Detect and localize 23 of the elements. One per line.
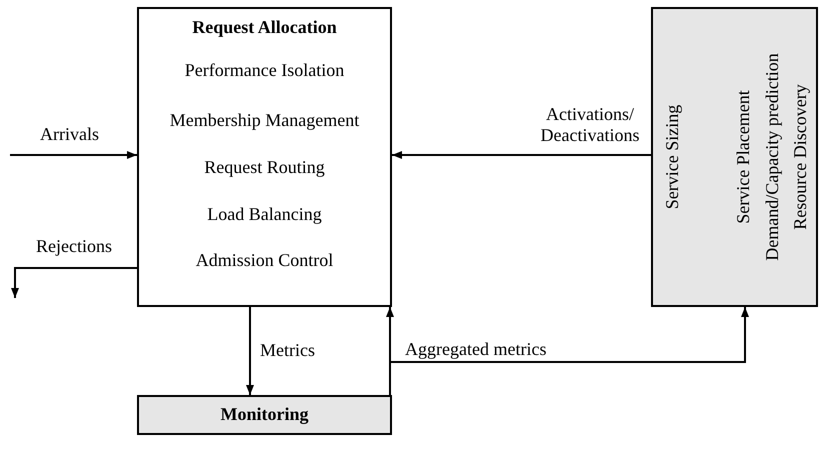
edge-label: Activations/ Deactivations: [540, 104, 640, 146]
function-label: Membership Management: [168, 110, 360, 131]
process-box: [137, 395, 392, 435]
edge-label: Rejections: [36, 236, 112, 257]
edge-label: Aggregated metrics: [405, 339, 546, 360]
function-label: Admission Control: [194, 250, 334, 271]
box-heading: Monitoring: [220, 404, 310, 425]
function-label: Demand/Capacity prediction: [761, 52, 783, 263]
function-label: Service Placement: [732, 89, 754, 226]
arrow: [392, 151, 651, 159]
function-label: Service Sizing: [661, 104, 683, 212]
edge-label: Metrics: [260, 340, 315, 361]
arrow: [11, 267, 137, 298]
process-box: [651, 7, 818, 307]
edge-label: Arrivals: [40, 124, 99, 145]
arrow: [246, 307, 254, 395]
function-label: Request Routing: [203, 157, 326, 178]
arrow: [10, 151, 137, 159]
function-label: Resource Discovery: [789, 83, 811, 232]
function-label: Load Balancing: [206, 204, 323, 225]
function-label: Performance Isolation: [184, 60, 346, 81]
box-heading: Request Allocation: [191, 17, 338, 38]
process-box: [137, 7, 392, 307]
